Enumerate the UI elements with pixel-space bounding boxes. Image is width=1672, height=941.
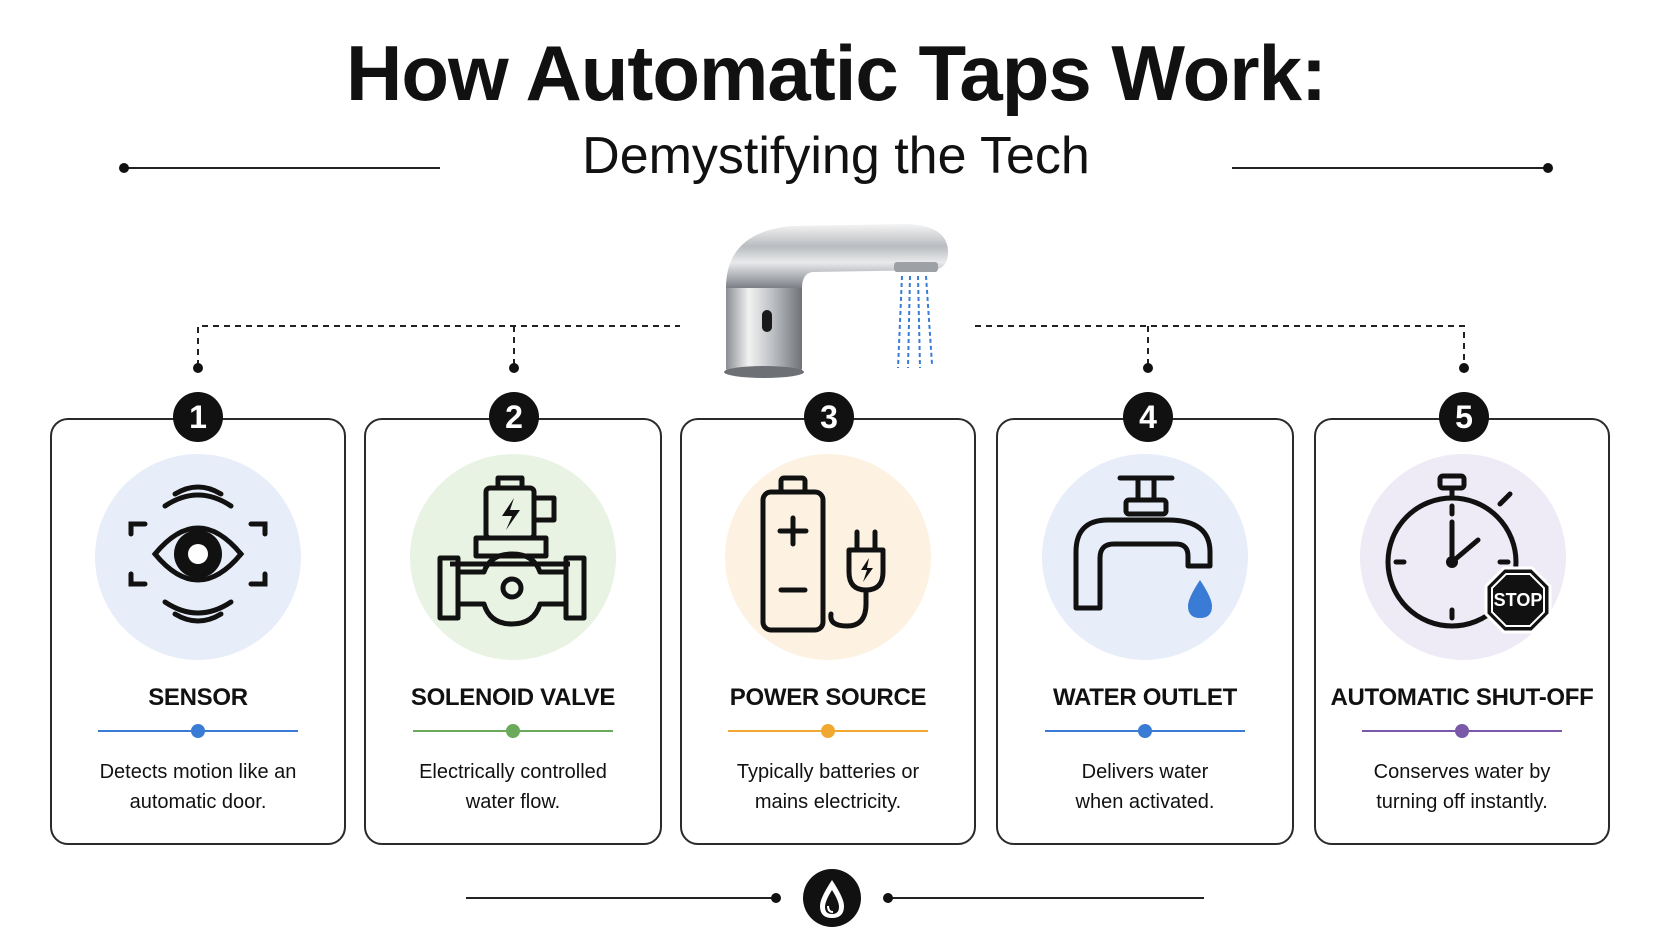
icon-background [725,454,931,660]
step-number-badge: 2 [489,392,539,442]
step-title: AUTOMATIC SHUT-OFF [1330,684,1594,711]
step-title: SENSOR [148,684,248,711]
step-description: Detects motion like an automatic door. [99,761,297,813]
step-description: Delivers water when activated. [1075,761,1215,813]
water-drop-icon [803,869,861,927]
step-description: Conserves water by turning off instantly… [1373,761,1551,813]
page-subtitle: Demystifying the Tech [582,127,1090,185]
page-title: How Automatic Taps Work: [346,29,1327,117]
solenoid-valve-icon [437,475,587,627]
step-title: POWER SOURCE [729,684,927,711]
step-number-badge: 3 [804,392,854,442]
separator-dot [1455,724,1469,738]
step-title: SOLENOID VALVE [410,684,616,711]
step-title: WATER OUTLET [1053,684,1237,711]
stopwatch-stop-icon [1385,473,1519,629]
separator-dot [191,724,205,738]
step-description: Electrically controlled water flow. [419,761,607,813]
tap-water-icon [1073,475,1213,618]
separator-dot [506,724,520,738]
separator-dot [1138,724,1152,738]
stop-sign-icon [1484,566,1552,634]
step-number-badge: 1 [173,392,223,442]
faucet-icon [724,224,948,378]
battery-plug-icon [760,475,886,633]
separator-dot [821,724,835,738]
step-number-badge: 4 [1123,392,1173,442]
eye-sensor-icon [128,484,268,624]
step-number-badge: 5 [1439,392,1489,442]
step-description: Typically batteries or mains electricity… [736,761,920,813]
stop-sign-label: STOP [1493,590,1543,610]
